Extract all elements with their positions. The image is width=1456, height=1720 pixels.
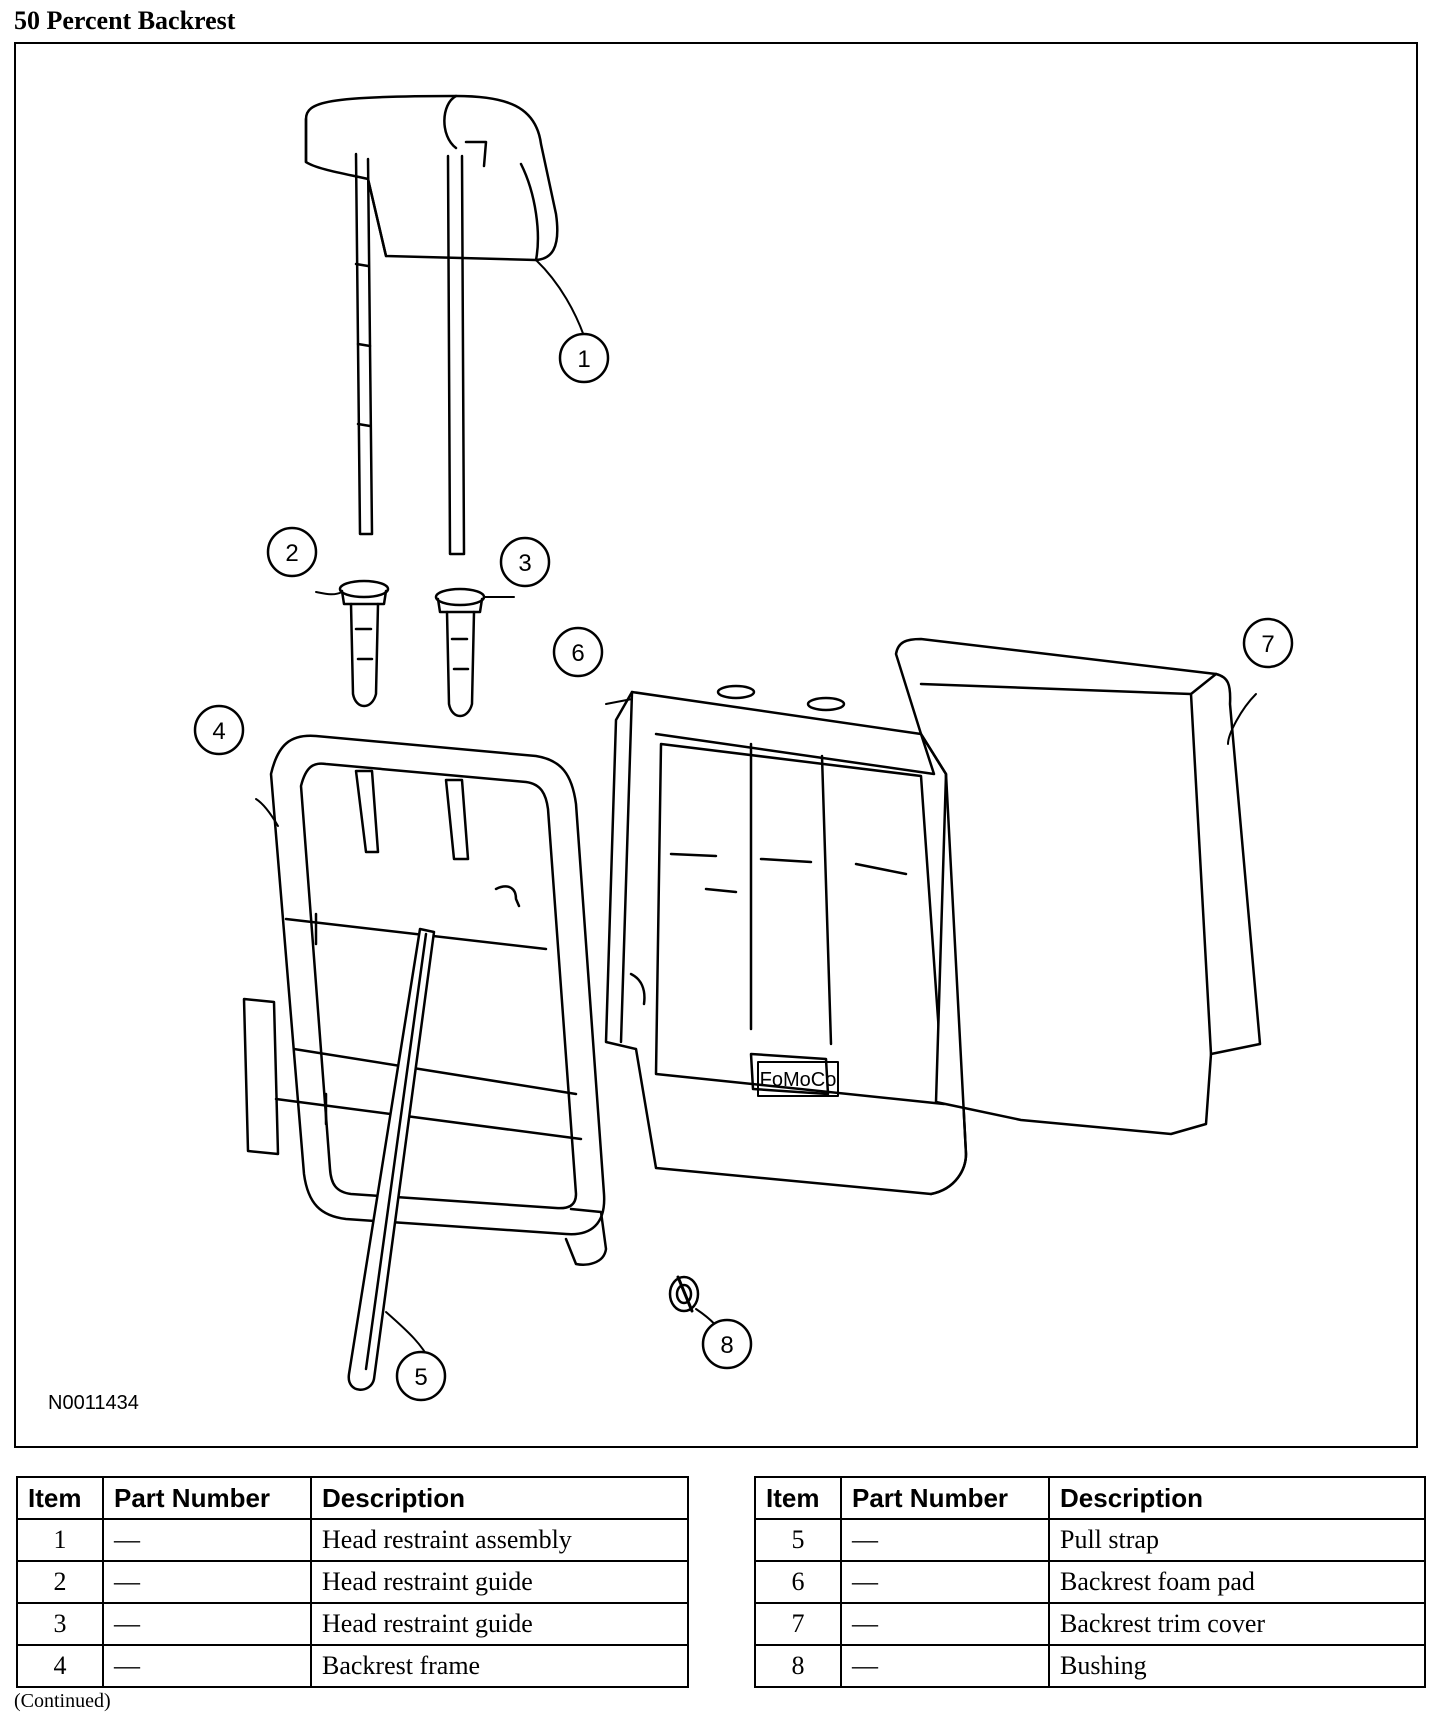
backrest-trim-cover	[894, 637, 1262, 1136]
cell-part-number: —	[840, 1560, 1050, 1604]
exploded-view-figure: FoMoCo 1 2 3 4 5 6 7 8	[14, 42, 1418, 1448]
cell-item: 6	[754, 1560, 842, 1604]
cell-item: 5	[754, 1518, 842, 1562]
cell-description: Pull strap	[1048, 1518, 1426, 1562]
cell-part-number: —	[102, 1560, 312, 1604]
backrest-foam-pad	[604, 684, 968, 1196]
cell-item: 8	[754, 1644, 842, 1688]
callout-6	[552, 626, 604, 678]
cell-description: Head restraint assembly	[310, 1518, 689, 1562]
cell-part-number: —	[840, 1644, 1050, 1688]
head-restraint-guide-2	[338, 579, 390, 708]
header-description: Description	[1048, 1476, 1426, 1520]
head-restraint-assembly	[304, 94, 559, 556]
cell-description: Backrest foam pad	[1048, 1560, 1426, 1604]
continued-note: (Continued)	[14, 1690, 111, 1712]
header-item: Item	[754, 1476, 842, 1520]
table-row: 8 — Bushing	[754, 1644, 1426, 1688]
callout-1-label: 1	[577, 346, 590, 373]
table-header-row: Item Part Number Description	[754, 1476, 1426, 1520]
callout-5	[395, 1350, 447, 1402]
table-row: 7 — Backrest trim cover	[754, 1602, 1426, 1646]
header-part-number: Part Number	[102, 1476, 312, 1520]
parts-table-left: Item Part Number Description 1 — Head re…	[16, 1476, 689, 1688]
table-row: 3 — Head restraint guide	[16, 1602, 689, 1646]
callout-4	[193, 704, 245, 756]
callout-3	[499, 536, 551, 588]
cell-item: 2	[16, 1560, 104, 1604]
parts-table-right: Item Part Number Description 5 — Pull st…	[754, 1476, 1426, 1688]
cell-part-number: —	[102, 1602, 312, 1646]
table-row: 2 — Head restraint guide	[16, 1560, 689, 1604]
callout-1	[558, 332, 610, 384]
callout-2	[266, 526, 318, 578]
callout-8	[701, 1318, 753, 1370]
cell-part-number: —	[102, 1644, 312, 1688]
header-description: Description	[310, 1476, 689, 1520]
cell-description: Bushing	[1048, 1644, 1426, 1688]
table-row: 1 — Head restraint assembly	[16, 1518, 689, 1562]
header-part-number: Part Number	[840, 1476, 1050, 1520]
table-row: 5 — Pull strap	[754, 1518, 1426, 1562]
cell-part-number: —	[102, 1518, 312, 1562]
table-header-row: Item Part Number Description	[16, 1476, 689, 1520]
callout-3-label: 3	[518, 550, 531, 577]
cell-part-number: —	[840, 1602, 1050, 1646]
backrest-frame	[242, 734, 608, 1266]
callout-7	[1242, 617, 1294, 669]
pull-strap	[347, 927, 436, 1391]
callout-7-label: 7	[1261, 631, 1274, 658]
cell-description: Backrest trim cover	[1048, 1602, 1426, 1646]
fomoco-stamp: FoMoCo	[757, 1061, 839, 1097]
cell-description: Head restraint guide	[310, 1560, 689, 1604]
head-restraint-guide-3	[434, 587, 486, 718]
figure-id: N0011434	[48, 1392, 139, 1414]
cell-description: Head restraint guide	[310, 1602, 689, 1646]
bushing	[668, 1275, 700, 1313]
callout-6-label: 6	[571, 640, 584, 667]
cell-description: Backrest frame	[310, 1644, 689, 1688]
callout-8-label: 8	[720, 1332, 733, 1359]
page-title: 50 Percent Backrest	[14, 6, 236, 35]
header-item: Item	[16, 1476, 104, 1520]
cell-item: 7	[754, 1602, 842, 1646]
cell-item: 3	[16, 1602, 104, 1646]
cell-part-number: —	[840, 1518, 1050, 1562]
table-row: 6 — Backrest foam pad	[754, 1560, 1426, 1604]
cell-item: 4	[16, 1644, 104, 1688]
callout-4-label: 4	[212, 718, 225, 745]
callout-2-label: 2	[285, 540, 298, 567]
callout-5-label: 5	[414, 1364, 427, 1391]
table-row: 4 — Backrest frame	[16, 1644, 689, 1688]
cell-item: 1	[16, 1518, 104, 1562]
exploded-view-drawing: FoMoCo 1 2 3 4 5 6 7 8	[193, 94, 1294, 1402]
svg-text:FoMoCo: FoMoCo	[760, 1069, 837, 1091]
